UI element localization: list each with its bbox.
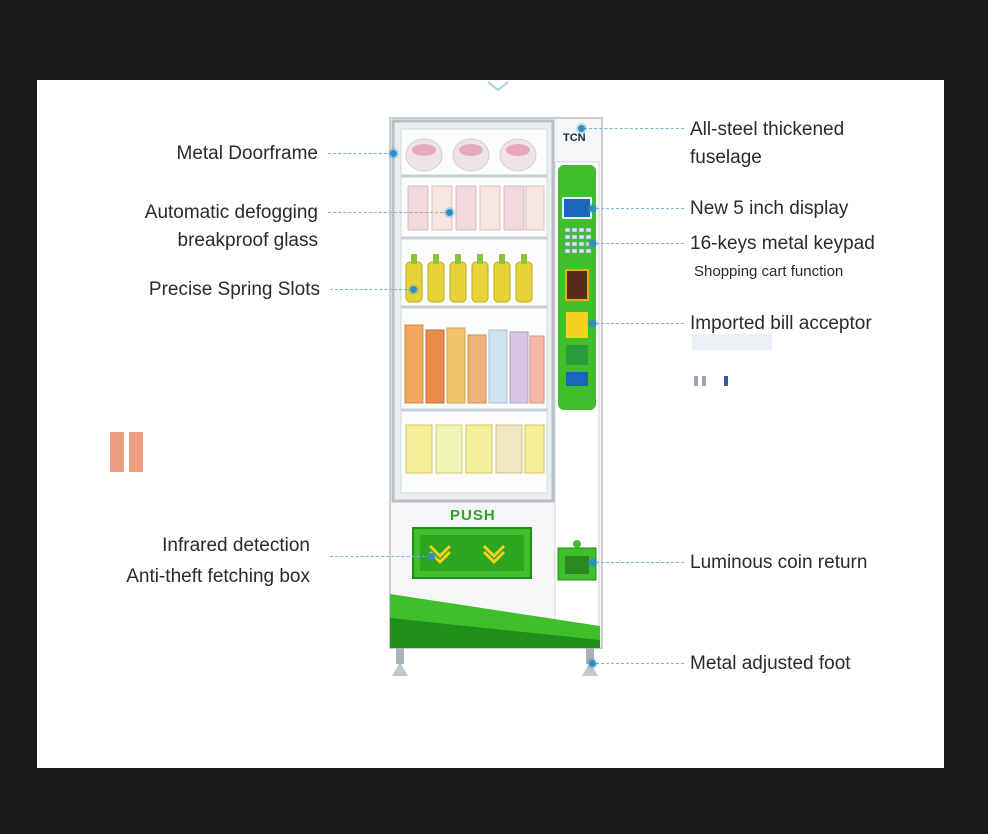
leader-line — [330, 289, 412, 290]
label-keypad: 16-keys metal keypad — [690, 233, 875, 254]
leader-line — [596, 323, 684, 324]
product-row-bottles — [405, 254, 533, 303]
decorative-mark — [724, 376, 728, 386]
pointer-dot — [589, 660, 596, 667]
pointer-dot — [390, 150, 397, 157]
leader-line — [328, 153, 392, 154]
label-coin-return: Luminous coin return — [690, 552, 868, 573]
label-spring-slots: Precise Spring Slots — [148, 279, 320, 300]
label-fuselage-line2: fuselage — [690, 147, 762, 168]
coin-return-light — [573, 540, 581, 548]
decorative-mark — [129, 432, 143, 472]
pointer-dot — [589, 320, 596, 327]
product-row-snacks — [407, 185, 545, 231]
product-row-mixed — [404, 324, 545, 404]
label-cart: Shopping cart function — [694, 263, 844, 280]
bill-acceptor-lower — [566, 345, 588, 365]
chevron-down-icon — [487, 81, 509, 92]
leader-line — [596, 562, 684, 563]
leader-line — [596, 663, 684, 664]
pointer-dot — [578, 125, 585, 132]
decorative-mark — [110, 432, 124, 472]
pointer-dot — [589, 240, 596, 247]
leader-line — [584, 128, 684, 129]
label-metal-doorframe: Metal Doorframe — [176, 143, 319, 164]
pointer-dot — [428, 553, 435, 560]
label-glass-line2: breakproof glass — [177, 230, 318, 251]
decorative-mark — [692, 334, 772, 350]
display-screen — [562, 197, 592, 219]
push-label: PUSH — [450, 507, 496, 524]
label-foot: Metal adjusted foot — [690, 653, 851, 674]
label-infrared: Infrared detection — [162, 535, 310, 556]
leader-line — [596, 208, 684, 209]
leader-line — [596, 243, 684, 244]
shelves — [401, 174, 547, 412]
decorative-mark — [702, 376, 706, 386]
pointer-dot — [446, 209, 453, 216]
product-row-cups — [405, 138, 537, 172]
card-slot — [565, 269, 589, 301]
decorative-mark — [694, 376, 698, 386]
arrow-down-icon — [482, 544, 506, 565]
label-glass-line1: Automatic defogging — [144, 202, 318, 223]
coin-slot — [566, 372, 588, 386]
keypad — [564, 227, 592, 254]
leader-line — [330, 556, 430, 557]
pointer-dot — [589, 559, 596, 566]
label-display: New 5 inch display — [690, 198, 849, 219]
brand-logo: TCN — [563, 132, 586, 144]
metal-foot — [396, 648, 404, 664]
label-fuselage-line1: All-steel thickened — [690, 119, 845, 140]
product-row-boxes — [405, 424, 545, 474]
pointer-dot — [589, 205, 596, 212]
bill-acceptor — [566, 312, 588, 338]
metal-foot — [586, 648, 594, 664]
label-antitheft: Anti-theft fetching box — [126, 566, 310, 587]
leader-line — [328, 212, 448, 213]
pointer-dot — [410, 286, 417, 293]
label-bill: Imported bill acceptor — [690, 313, 872, 334]
